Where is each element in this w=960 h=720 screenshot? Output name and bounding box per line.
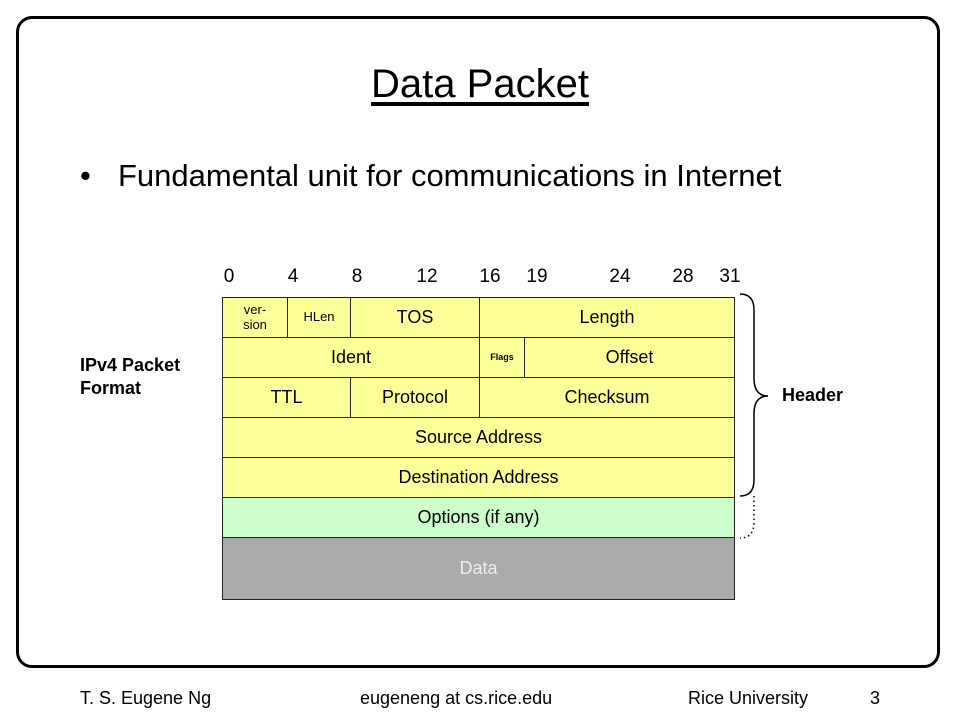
bullet-marker: • (80, 158, 91, 193)
packet-format-label: IPv4 Packet Format (80, 354, 180, 400)
field-checksum: Checksum (479, 377, 735, 418)
footer-institution: Rice University (688, 688, 809, 708)
field-flags: Flags (479, 337, 525, 378)
field-version-line2: sion (243, 316, 267, 332)
field-offset: Offset (524, 337, 735, 378)
slide-title: Data Packet (371, 62, 589, 106)
bit-label-28: 28 (672, 266, 694, 287)
bullet-text: Fundamental unit for communications in I… (118, 158, 782, 193)
field-destination-address: Destination Address (222, 457, 735, 498)
field-ident: Ident (222, 337, 480, 378)
field-version: ver- sion (222, 297, 288, 338)
header-brace-path (739, 293, 769, 497)
bit-label-31: 31 (719, 266, 741, 287)
bit-label-0: 0 (223, 266, 235, 287)
field-hlen: HLen (287, 297, 351, 338)
header-label: Header (782, 385, 844, 405)
field-source-address: Source Address (222, 417, 735, 458)
bit-label-4: 4 (287, 266, 299, 287)
field-length: Length (479, 297, 735, 338)
options-brace-extension (739, 496, 755, 539)
field-options: Options (if any) (222, 497, 735, 538)
footer-email: eugeneng at cs.rice.edu (360, 688, 553, 708)
field-tos: TOS (350, 297, 480, 338)
packet-format-label-line1: IPv4 Packet (80, 355, 181, 375)
field-protocol: Protocol (350, 377, 480, 418)
bit-label-12: 12 (416, 266, 438, 287)
header-brace (739, 293, 769, 539)
footer-page-number: 3 (870, 688, 881, 708)
bit-label-8: 8 (351, 266, 363, 287)
field-data: Data (222, 537, 735, 600)
bit-label-16: 16 (479, 266, 501, 287)
slide-frame (16, 16, 940, 668)
field-ttl: TTL (222, 377, 351, 418)
bullet-item: • Fundamental unit for communications in… (80, 158, 781, 194)
field-version-line1: ver- (243, 302, 267, 318)
bit-label-24: 24 (609, 266, 631, 287)
bit-label-19: 19 (526, 266, 548, 287)
footer-author: T. S. Eugene Ng (80, 688, 212, 708)
packet-format-label-line2: Format (80, 378, 142, 398)
